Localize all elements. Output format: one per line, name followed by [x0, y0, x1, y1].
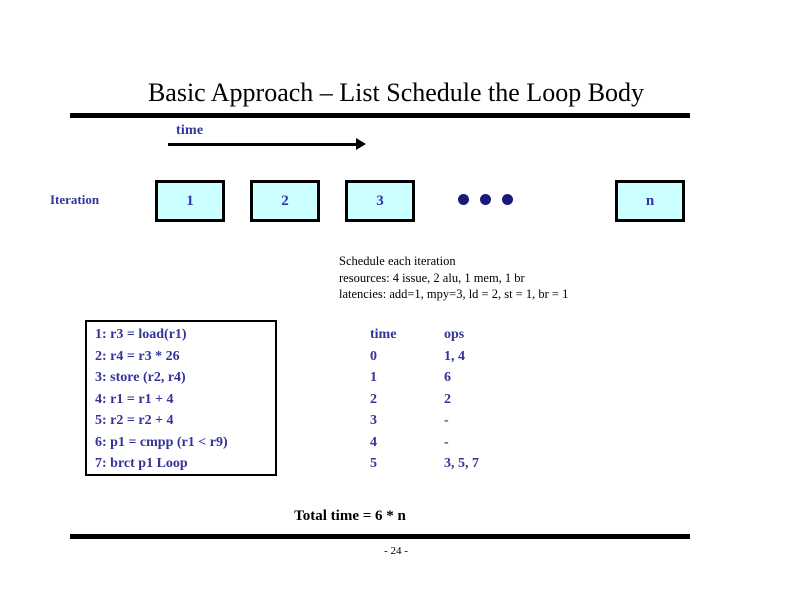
schedule-cell-time-0: 0: [370, 348, 377, 364]
time-axis-arrow-line: [168, 143, 358, 146]
schedule-cell-ops-3: -: [444, 413, 449, 428]
schedule-cell-time-5: 5: [370, 456, 377, 471]
footer-rule: [70, 534, 690, 539]
page-number: - 24 -: [384, 545, 408, 557]
code-line-5: 5: r2 = r2 + 4: [95, 413, 174, 428]
schedule-cell-ops-5: 3, 5, 7: [444, 456, 479, 471]
loop-body-code-list: 1: r3 = load(r1) 2: r4 = r3 * 26 3: stor…: [95, 324, 228, 475]
page-title: Basic Approach – List Schedule the Loop …: [147, 78, 645, 107]
schedule-notes-line-3: latencies: add=1, mpy=3, ld = 2, st = 1,…: [339, 287, 569, 301]
code-line-4: 4: r1 = r1 + 4: [95, 391, 174, 407]
code-line-6: 6: p1 = cmpp (r1 < r9): [95, 434, 228, 450]
iteration-box-3: 3: [345, 180, 415, 222]
iteration-box-n-label: n: [645, 192, 655, 209]
code-line-1: 1: r3 = load(r1): [95, 327, 187, 342]
schedule-cell-time-4: 4: [370, 434, 377, 450]
schedule-cell-ops-4: -: [444, 434, 449, 450]
loop-body-code-box: [85, 320, 277, 476]
total-time-text: Total time = 6 * n: [294, 508, 406, 524]
schedule-cell-ops-2: 2: [444, 391, 451, 407]
time-axis-arrow-head-icon: [356, 138, 366, 150]
schedule-table-time-column: time 0 1 2 3 4 5: [370, 324, 396, 475]
schedule-table-ops-column: ops 1, 4 6 2 - - 3, 5, 7: [444, 324, 479, 475]
iteration-box-2: 2: [250, 180, 320, 222]
ellipsis-dot-2-icon: [480, 194, 491, 205]
iteration-box-1: 1: [155, 180, 225, 222]
ellipsis-dots-icon: [458, 194, 522, 208]
schedule-cell-time-3: 3: [370, 413, 377, 428]
code-line-7: 7: brct p1 Loop: [95, 456, 188, 471]
schedule-cell-ops-0: 1, 4: [444, 348, 465, 364]
title-underline-rule: [70, 113, 690, 118]
ellipsis-dot-3-icon: [502, 194, 513, 205]
ellipsis-dot-1-icon: [458, 194, 469, 205]
schedule-cell-time-2: 2: [370, 391, 377, 407]
schedule-header-time: time: [370, 327, 397, 342]
iteration-row-label: Iteration: [50, 192, 100, 207]
schedule-notes-line-2: resources: 4 issue, 2 alu, 1 mem, 1 br: [339, 270, 525, 285]
iteration-box-n: n: [615, 180, 685, 222]
code-line-2: 2: r4 = r3 * 26: [95, 348, 180, 364]
iteration-box-2-label: 2: [281, 192, 289, 209]
schedule-notes-line-1: Schedule each iteration: [339, 254, 456, 268]
iteration-box-3-label: 3: [376, 192, 384, 209]
schedule-header-ops: ops: [444, 327, 465, 342]
schedule-cell-ops-1: 6: [444, 370, 451, 385]
time-axis-label: time: [176, 123, 204, 138]
schedule-cell-time-1: 1: [370, 370, 377, 385]
schedule-notes: Schedule each iteration resources: 4 iss…: [339, 253, 568, 303]
iteration-box-1-label: 1: [186, 192, 194, 209]
code-line-3: 3: store (r2, r4): [95, 370, 186, 385]
